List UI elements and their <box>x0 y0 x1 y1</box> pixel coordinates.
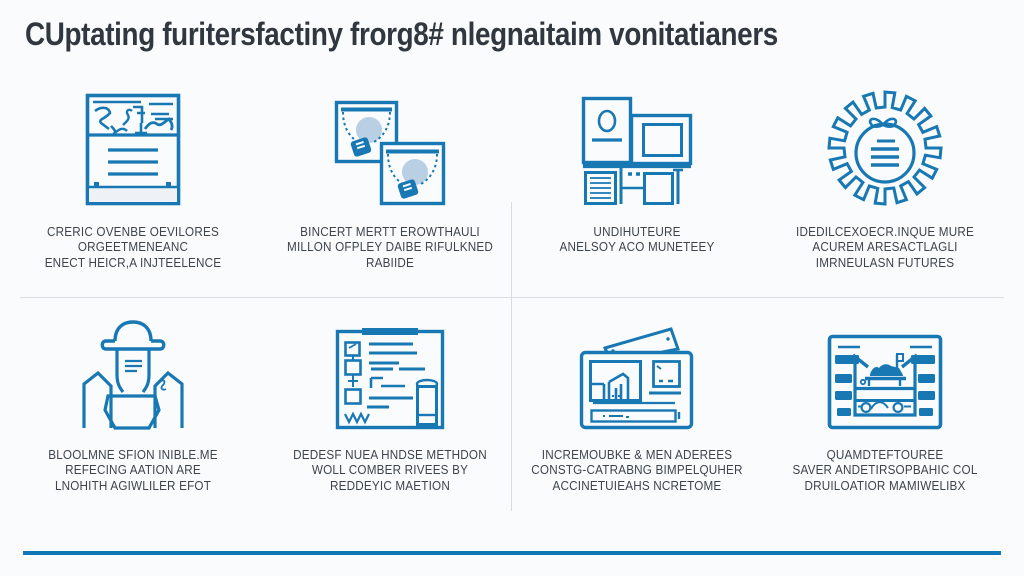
report-document-icon <box>10 88 256 206</box>
bottom-accent-rule <box>23 551 1001 555</box>
grid-cell-2: BINCERT MERTT EROWTHAULI MILLON OFPLEY D… <box>267 88 513 270</box>
linked-frames-lock-icon <box>267 88 513 206</box>
media-card-icon <box>514 318 760 430</box>
beekeeper-person-icon <box>10 318 256 430</box>
checklist-document-icon <box>267 318 513 430</box>
cell-caption: DEDESF NUEA HNDSE METHDON WOLL COMBER RI… <box>293 447 487 493</box>
vertical-divider <box>511 202 512 511</box>
page-title: CUptating furitersfactiny frorg8# nlegna… <box>25 16 778 52</box>
grid-cell-1: CRERIC OVENBE OEVILORES ORGEETMENEANC EN… <box>10 88 256 270</box>
grid-cell-8: QUAMDTEFTOUREE SAVER ANDETIRSOPBAHIC COL… <box>762 318 1008 493</box>
cell-caption: INCREMOUBKE & MEN ADEREES CONSTG-CATRABN… <box>531 447 743 493</box>
cell-caption: IDEDILCEXOECR.INQUE MURE ACUREM ARESACTL… <box>796 224 974 270</box>
grid-cell-6: DEDESF NUEA HNDSE METHDON WOLL COMBER RI… <box>267 318 513 493</box>
workstation-icon <box>514 88 760 206</box>
cell-caption: CRERIC OVENBE OEVILORES ORGEETMENEANC EN… <box>44 224 222 270</box>
grid-cell-7: INCREMOUBKE & MEN ADEREES CONSTG-CATRABN… <box>514 318 760 493</box>
grid-cell-5: BLOOLMNE SFION INIBLE.ME REFECING AATION… <box>10 318 256 493</box>
cell-caption: QUAMDTEFTOUREE SAVER ANDETIRSOPBAHIC COL… <box>792 447 978 493</box>
cell-caption: BINCERT MERTT EROWTHAULI MILLON OFPLEY D… <box>287 224 493 270</box>
horizontal-divider <box>20 297 1004 298</box>
cell-caption: UNDIHUTEURE ANELSOY ACO MUNETEEY <box>559 224 715 255</box>
gear-document-icon <box>762 88 1008 206</box>
cell-caption: BLOOLMNE SFION INIBLE.ME REFECING AATION… <box>48 447 218 493</box>
grid-cell-4: IDEDILCEXOECR.INQUE MURE ACUREM ARESACTL… <box>762 88 1008 270</box>
machine-icon <box>762 318 1008 430</box>
grid-cell-3: UNDIHUTEURE ANELSOY ACO MUNETEEY <box>514 88 760 255</box>
